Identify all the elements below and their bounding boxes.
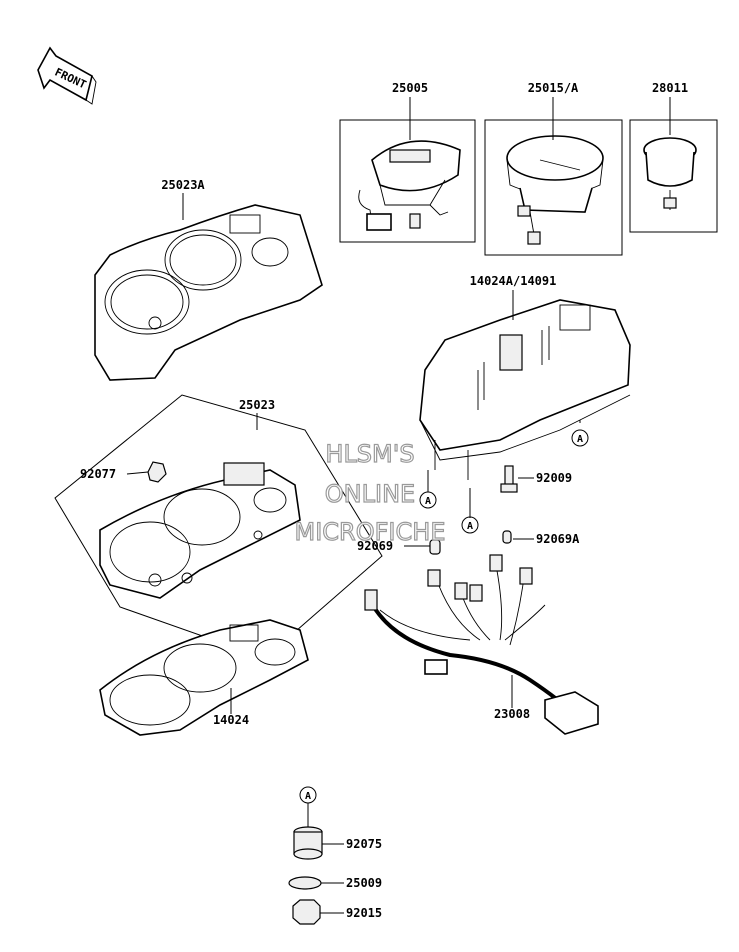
svg-text:A: A <box>577 434 583 445</box>
part-25023A-drawing <box>94 204 323 381</box>
ref-marker-2: A <box>419 491 437 509</box>
watermark-line-3: MICROFICHE <box>295 518 446 546</box>
leader-lines <box>126 97 671 914</box>
box-28011 <box>629 119 718 233</box>
part-25005-drawing <box>358 140 461 231</box>
label-92069A: 92069A <box>536 532 580 546</box>
front-arrow: FRONT <box>37 46 97 105</box>
ref-marker-4: A <box>299 786 317 804</box>
label-14024A: 14024A/14091 <box>470 274 557 288</box>
svg-text:A: A <box>425 496 431 507</box>
label-92015: 92015 <box>346 906 382 920</box>
label-14024: 14024 <box>213 713 249 727</box>
svg-text:A: A <box>467 521 473 532</box>
box-25005 <box>339 119 476 243</box>
ref-marker-1: A <box>571 429 589 447</box>
label-92075: 92075 <box>346 837 382 851</box>
label-25023A: 25023A <box>161 178 205 192</box>
label-25015: 25015/A <box>528 81 579 95</box>
part-25009-drawing <box>288 876 322 890</box>
label-92077: 92077 <box>80 467 116 481</box>
label-28011: 28011 <box>652 81 688 95</box>
label-25005: 25005 <box>392 81 428 95</box>
part-92069-drawing <box>429 539 441 555</box>
box-25023 <box>54 394 383 659</box>
part-28011-drawing <box>643 137 697 210</box>
part-23008-drawing <box>364 554 599 735</box>
label-92069: 92069 <box>357 539 393 553</box>
part-92009-drawing <box>500 465 518 493</box>
part-92077-drawing <box>147 461 167 483</box>
label-25023: 25023 <box>239 398 275 412</box>
label-92009: 92009 <box>536 471 572 485</box>
part-25015-drawing <box>506 135 604 245</box>
watermark: HLSM'S ONLINE MICROFICHE <box>294 439 446 546</box>
part-14024A-drawing <box>419 299 631 480</box>
part-92075-drawing <box>293 826 323 860</box>
part-92069A-drawing <box>502 530 512 544</box>
svg-text:A: A <box>305 791 311 802</box>
part-14024-drawing <box>99 619 309 736</box>
label-25009: 25009 <box>346 876 382 890</box>
label-23008: 23008 <box>494 707 530 721</box>
ref-marker-3: A <box>461 516 479 534</box>
part-25023-drawing <box>99 462 301 599</box>
watermark-line-1: HLSM'S <box>325 440 414 468</box>
part-92015-drawing <box>292 899 321 925</box>
watermark-line-2: ONLINE <box>325 480 415 508</box>
